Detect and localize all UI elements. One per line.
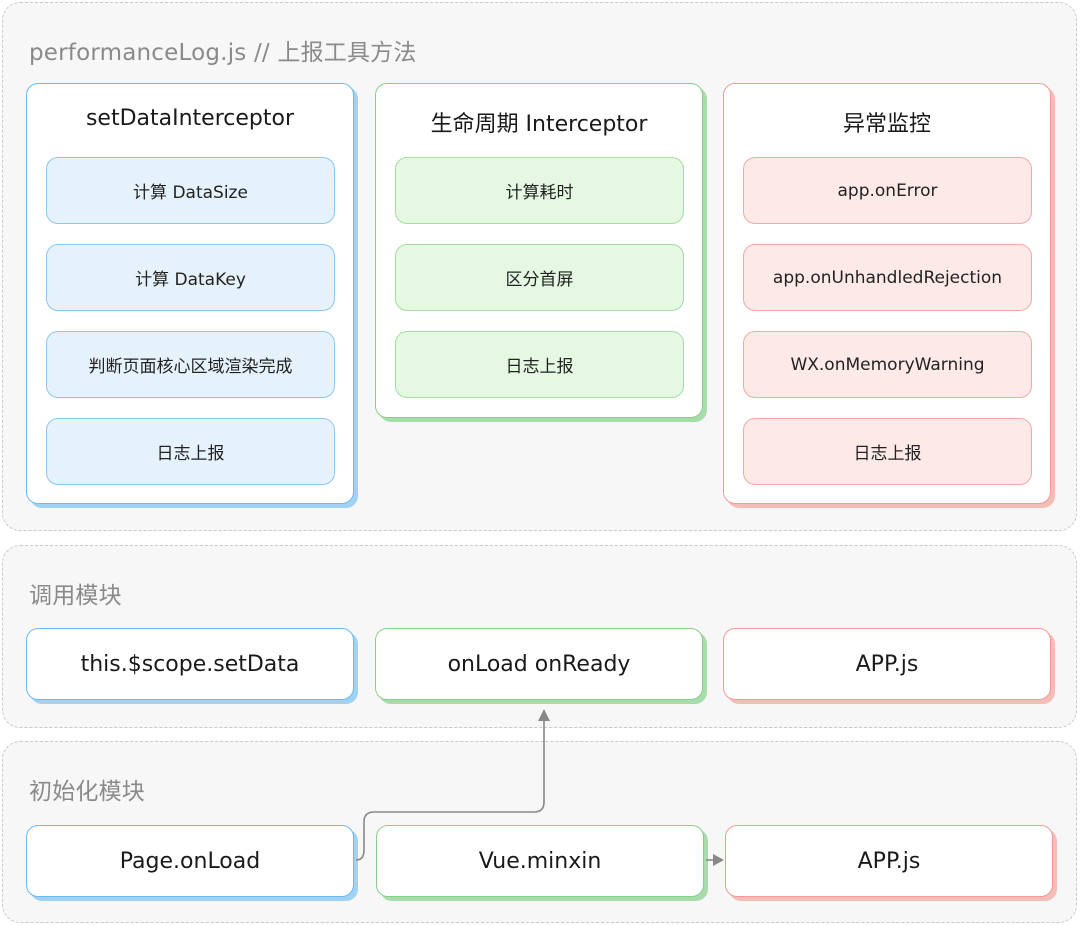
- exception-monitor-card: 异常监控 app.onError app.onUnhandledRejectio…: [723, 83, 1051, 504]
- init-module-title: 初始化模块: [29, 779, 145, 805]
- core-render-check-item: 判断页面核心区域渲染完成: [46, 331, 335, 398]
- exception-monitor-title: 异常监控: [842, 112, 931, 137]
- first-screen-item: 区分首屏: [395, 244, 684, 311]
- log-report-item: 日志上报: [395, 331, 684, 398]
- app-js-call-box: APP.js: [723, 628, 1051, 700]
- lifecycle-interceptor-title: 生命周期 Interceptor: [430, 112, 648, 137]
- tools-section-title: performanceLog.js // 上报工具方法: [29, 40, 417, 66]
- onload-onready-box: onLoad onReady: [375, 628, 703, 700]
- log-report-item: 日志上报: [743, 418, 1032, 485]
- page-onload-box: Page.onLoad: [26, 825, 354, 897]
- app-js-init-box: APP.js: [725, 825, 1053, 897]
- calc-datakey-item: 计算 DataKey: [46, 244, 335, 311]
- setdata-call-box: this.$scope.setData: [26, 628, 354, 700]
- setdata-interceptor-title: setDataInterceptor: [85, 106, 295, 131]
- calc-duration-item: 计算耗时: [395, 157, 684, 224]
- setdata-interceptor-card: setDataInterceptor 计算 DataSize 计算 DataKe…: [26, 83, 354, 504]
- app-onerror-item: app.onError: [743, 157, 1032, 224]
- lifecycle-interceptor-card: 生命周期 Interceptor 计算耗时 区分首屏 日志上报: [375, 83, 703, 418]
- vue-mixin-box: Vue.minxin: [376, 825, 704, 897]
- call-module-title: 调用模块: [29, 583, 122, 609]
- app-onunhandledrejection-item: app.onUnhandledRejection: [743, 244, 1032, 311]
- log-report-item: 日志上报: [46, 418, 335, 485]
- calc-datasize-item: 计算 DataSize: [46, 157, 335, 224]
- wx-onmemorywarning-item: WX.onMemoryWarning: [743, 331, 1032, 398]
